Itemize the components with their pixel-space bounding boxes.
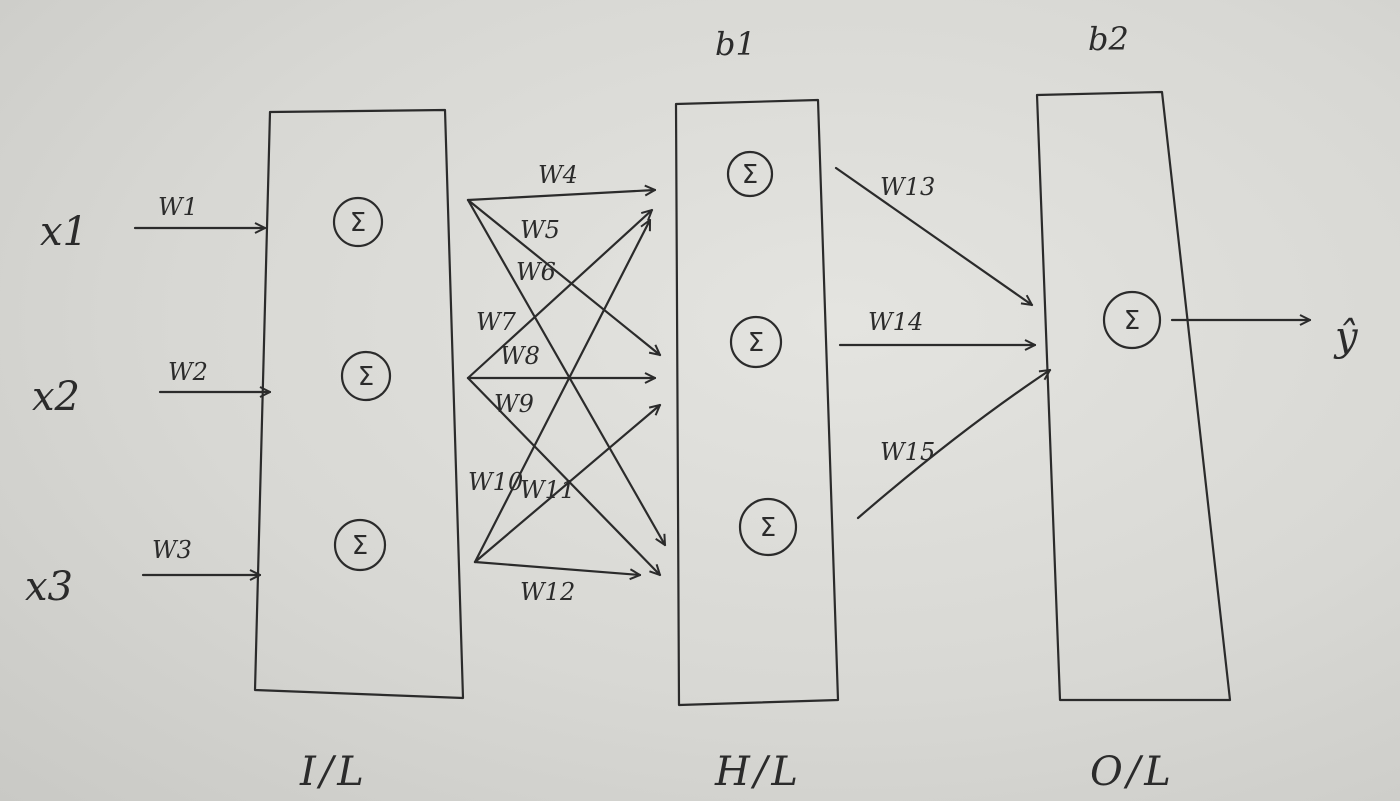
weight-label-w3: W3 [152,536,192,564]
sigma-symbol: Σ [748,328,764,358]
hidden-neuron-1: Σ [726,150,774,198]
hidden-output-connections [834,166,1050,520]
weight-label-w9: W9 [494,390,534,418]
weight-label-w13: W13 [880,173,935,201]
weight-label-w4: W4 [538,161,578,189]
sigma-symbol: Σ [760,513,776,543]
output-label-yhat: ŷ [1333,314,1359,360]
hidden-neuron-2: Σ [729,315,783,369]
hidden-neuron-3: Σ [738,497,798,557]
input-layer-box [253,108,465,700]
layer-label-output: O/L [1090,749,1175,795]
input-neuron-2: Σ [340,350,392,402]
input-label-x2: x2 [32,374,80,420]
bias-label-b2: b2 [1088,20,1129,58]
sigma-symbol: Σ [1124,306,1140,336]
input-label-x3: x3 [25,564,73,610]
bias-label-b1: b1 [715,25,756,63]
sigma-symbol: Σ [358,362,374,392]
output-neuron: Σ [1102,290,1162,350]
sigma-symbol: Σ [352,531,368,561]
sigma-symbol: Σ [742,160,758,190]
weight-label-w14: W14 [868,308,923,336]
weight-label-w2: W2 [168,358,208,386]
sigma-symbol: Σ [350,208,366,238]
input-neuron-3: Σ [333,518,387,572]
weight-label-w1: W1 [158,193,198,221]
weight-label-w10: W10 [468,468,523,496]
weight-label-w8: W8 [500,342,540,370]
output-layer-box [1035,90,1232,702]
weight-label-w15: W15 [880,438,935,466]
weight-label-w7: W7 [476,308,517,336]
input-hidden-connections [466,190,665,575]
layer-label-hidden: H/L [714,749,802,795]
layer-label-input: I/L [299,749,368,795]
input-label-x1: x1 [40,209,88,255]
input-neuron-1: Σ [332,196,384,248]
weight-label-w12: W12 [520,578,575,606]
weight-label-w5: W5 [520,216,560,244]
hidden-layer-box [674,98,840,707]
weight-label-w6: W6 [516,258,556,286]
weight-label-w11: W11 [520,476,575,504]
